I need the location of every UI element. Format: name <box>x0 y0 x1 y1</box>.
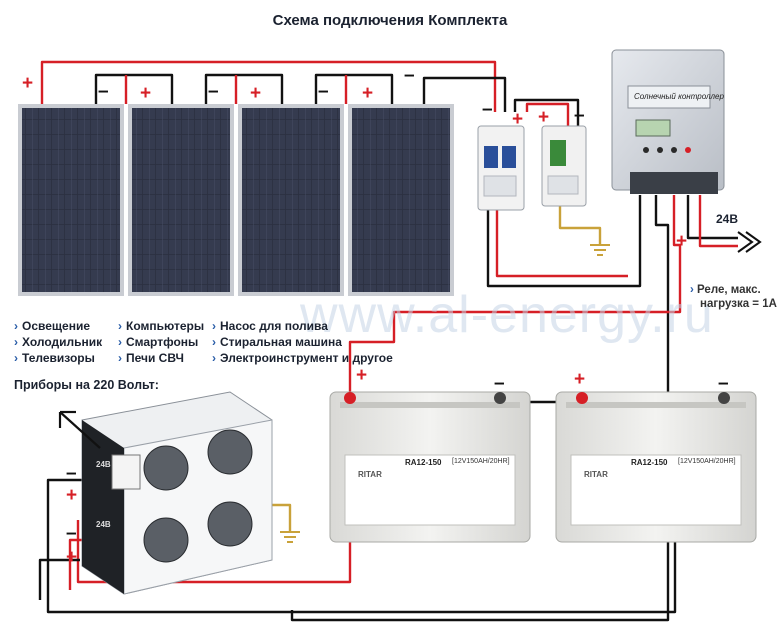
minus-sign: – <box>404 65 415 86</box>
bullet-icon: › <box>14 335 18 349</box>
bullet-icon: › <box>118 351 122 365</box>
bullet-icon: › <box>118 335 122 349</box>
ac-output-arrow-icon <box>58 410 101 449</box>
minus-sign: – <box>318 81 329 102</box>
battery-spec: [12V150AH/20HR] <box>678 458 736 465</box>
circuit-breaker <box>477 125 525 211</box>
battery-brand: RITAR <box>358 470 382 479</box>
inverter <box>81 391 273 595</box>
plus-sign: + <box>356 365 368 386</box>
bullet-icon: › <box>118 319 122 333</box>
bullet-icon: › <box>212 351 216 365</box>
battery-model: RA12-150 <box>405 458 442 467</box>
appliance-list-col3: ›Насос для полива ›Стиральная машина ›Эл… <box>212 319 393 365</box>
plus-sign: + <box>512 109 524 130</box>
plus-sign: + <box>250 83 262 104</box>
bullet-icon: › <box>212 319 216 333</box>
battery <box>555 391 757 543</box>
plus-sign: + <box>676 231 688 252</box>
ground-symbol <box>590 244 610 256</box>
solar-panel <box>238 104 344 296</box>
appliance-list-col1: ›Освещение ›Холодильник ›Телевизоры <box>14 319 103 365</box>
panel-negative-wire <box>422 76 507 112</box>
plus-sign: + <box>66 485 78 506</box>
minus-sign: – <box>208 81 219 102</box>
series-link-1 <box>94 73 174 104</box>
bullet-icon: › <box>212 335 216 349</box>
solar-panel <box>348 104 454 296</box>
relay-note: › Реле, макс. нагрузка = 1А <box>690 284 777 310</box>
solar-panel <box>128 104 234 296</box>
appliance-list-col2: ›Компьютеры ›Смартфоны ›Печи СВЧ <box>118 319 205 365</box>
inverter-port-label: 24В <box>96 520 111 529</box>
series-link-3 <box>314 73 394 104</box>
plus-sign: + <box>362 83 374 104</box>
minus-sign: – <box>66 463 77 484</box>
battery-brand: RITAR <box>584 470 608 479</box>
plus-sign: + <box>22 73 34 94</box>
bullet-icon: › <box>690 284 694 296</box>
panel-positive-wire <box>40 60 497 112</box>
battery-model: RA12-150 <box>631 458 668 467</box>
output-voltage-label: 24В <box>716 212 739 226</box>
minus-sign: – <box>718 373 729 394</box>
surge-protector <box>541 125 587 207</box>
minus-sign: – <box>98 81 109 102</box>
series-link-2 <box>204 73 284 104</box>
minus-sign: – <box>574 105 585 126</box>
solar-panel <box>18 104 124 296</box>
minus-sign: – <box>66 523 77 544</box>
plus-sign: + <box>538 107 550 128</box>
inverter-port-label: 24В <box>96 460 111 469</box>
solar-controller <box>611 49 725 194</box>
minus-sign: – <box>482 99 493 120</box>
plus-sign: + <box>140 83 152 104</box>
battery <box>329 391 531 543</box>
inverter-caption: Приборы на 220 Вольт: <box>14 378 159 392</box>
page-title: Схема подключения Комплекта <box>272 12 508 29</box>
plus-sign: + <box>66 547 78 568</box>
watermark: www.al-energy.ru <box>300 286 714 344</box>
bullet-icon: › <box>14 351 18 365</box>
bullet-icon: › <box>14 319 18 333</box>
plus-sign: + <box>574 369 586 390</box>
minus-sign: – <box>494 373 505 394</box>
battery-spec: [12V150AH/20HR] <box>452 458 510 465</box>
solar-panels <box>18 104 454 296</box>
ground-symbol <box>280 531 300 543</box>
controller-label: Солнечный контроллер <box>634 92 724 101</box>
output-arrow-icon <box>737 231 762 253</box>
